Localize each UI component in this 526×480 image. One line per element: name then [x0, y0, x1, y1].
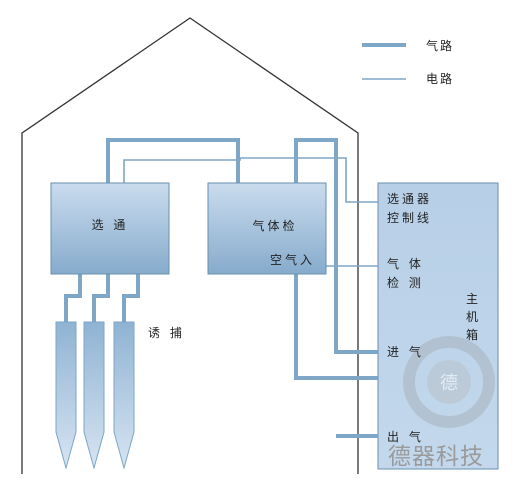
probes	[55, 321, 135, 470]
brand-text: 德器科技	[388, 444, 484, 470]
logo-core-icon	[427, 360, 471, 404]
gas-detector-box	[207, 182, 327, 275]
host-box-label-1: 主	[466, 292, 481, 306]
logo-ring-icon	[403, 336, 495, 428]
gas-in-label: 进 气	[387, 344, 424, 359]
gas-detect-line1: 气 体	[387, 256, 424, 271]
gas-detect-line2: 检 测	[387, 275, 424, 290]
air-in-label: 空气入	[270, 252, 315, 267]
logo-glyph: 德	[440, 373, 458, 394]
pipe-detector-to-gas-in	[294, 138, 378, 354]
legend-circuit-label: 电路	[426, 71, 454, 86]
house-outline	[21, 17, 359, 474]
brand-logo: 德	[403, 336, 495, 428]
pipe-air-intake	[294, 274, 378, 380]
gas-pipes	[64, 138, 378, 438]
host-box-label-3: 箱	[466, 327, 481, 342]
pipe-selector-to-detector	[106, 138, 240, 183]
gas-out-label: 出 气	[387, 429, 424, 444]
gas-detector-label: 气体检	[252, 218, 297, 233]
legend: 气路 电路	[362, 38, 454, 86]
pipe-probe-3	[122, 274, 140, 322]
selector-box	[50, 182, 170, 275]
host-box-label-2: 机	[466, 310, 481, 324]
circuit-wires	[123, 157, 378, 267]
probe-2	[83, 321, 105, 470]
probe-3	[113, 321, 135, 470]
legend-gas-label: 气路	[426, 38, 454, 53]
selector-control-line1: 选通器	[387, 192, 432, 206]
pipe-probe-1	[64, 274, 82, 322]
selector-label: 选 通	[92, 218, 129, 232]
probe-1	[55, 321, 77, 470]
probe-label: 诱 捕	[148, 325, 185, 340]
pipe-probe-2	[92, 274, 110, 322]
selector-control-line2: 控制线	[387, 211, 432, 225]
wire-selector-control	[123, 157, 378, 203]
